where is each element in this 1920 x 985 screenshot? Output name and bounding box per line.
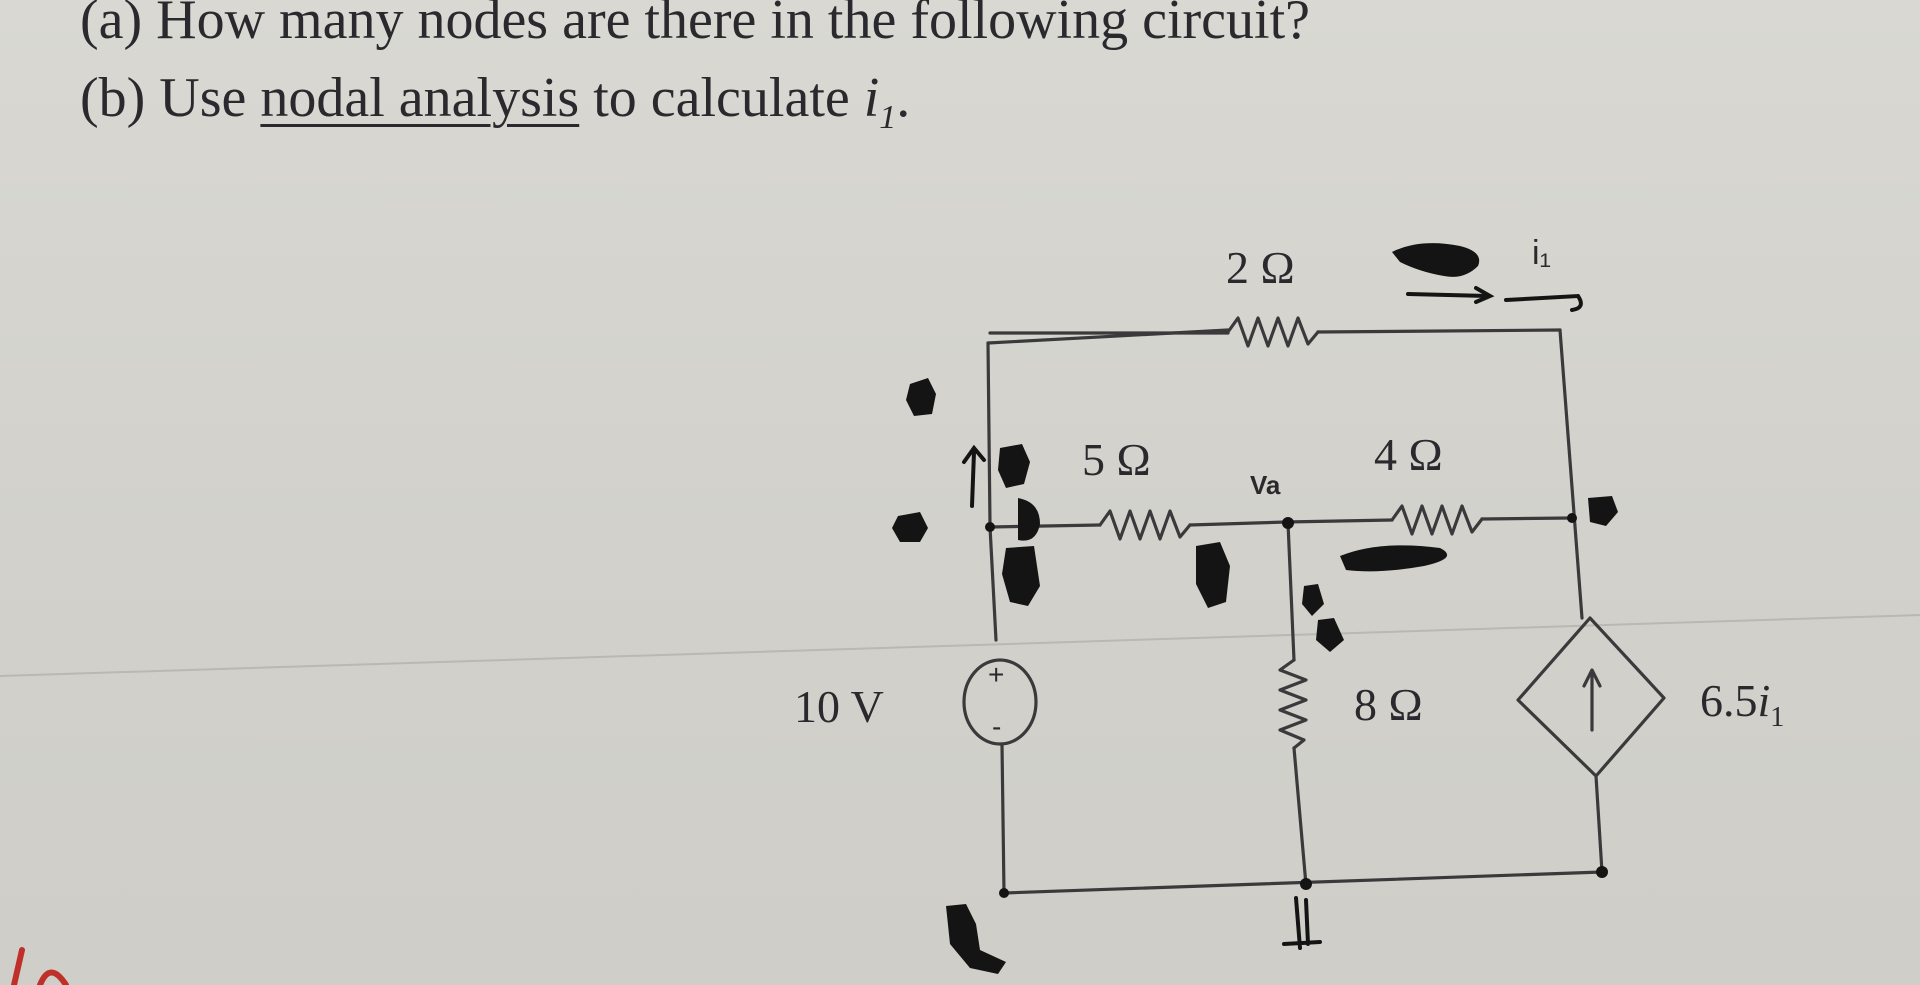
paper-fold-line	[0, 614, 1920, 677]
wire-left-upper	[986, 341, 992, 527]
dependent-source-coef: 6.5	[1700, 675, 1758, 726]
wire-mid-center	[1188, 520, 1288, 527]
wire-top-right	[1316, 328, 1562, 334]
question-part-b: (b) Use nodal analysis to calculate i1.	[80, 70, 910, 135]
handwritten-scribbles	[892, 243, 1618, 974]
label-node-va: Va	[1250, 470, 1281, 500]
wire-4ohm-to-right	[1480, 516, 1572, 521]
dependent-source-sub: 1	[1770, 702, 1784, 733]
wire-top-a	[986, 328, 1230, 345]
current-arrow-i1-second	[1504, 293, 1583, 312]
handwritten-i1-label: i₁	[1532, 234, 1551, 272]
wire-source-to-bottom	[1000, 742, 1006, 895]
red-pen-mark	[11, 947, 69, 985]
wire-8ohm-down	[1292, 746, 1308, 887]
label-5ohm: 5 Ω	[1082, 434, 1151, 485]
question-b-mid: to calculate	[579, 67, 864, 129]
wire-va-down	[1286, 521, 1296, 662]
wire-mid-left	[988, 523, 1102, 529]
label-4ohm: 4 Ω	[1374, 429, 1443, 480]
label-10v: 10 V	[794, 681, 884, 732]
node-left-middle	[985, 522, 995, 532]
node-bottom-right	[1596, 866, 1608, 878]
label-dependent-source: 6.5i1	[1700, 675, 1784, 733]
node-va	[1282, 517, 1294, 529]
label-8ohm: 8 Ω	[1354, 679, 1423, 730]
question-b-subscript: 1	[879, 99, 897, 137]
resistor-5ohm	[1098, 509, 1192, 541]
resistor-8ohm	[1278, 658, 1308, 750]
question-b-end: .	[896, 67, 911, 129]
node-bottom-center	[1300, 878, 1312, 890]
label-2ohm: 2 Ω	[1226, 242, 1295, 293]
wire-right-lower	[1594, 774, 1604, 874]
wire-left-to-source	[988, 525, 998, 642]
question-b-prefix: (b) Use	[80, 67, 261, 129]
node-right-middle	[1567, 513, 1577, 523]
wire-right-upper	[1558, 328, 1584, 620]
current-arrow-i1	[1406, 292, 1490, 298]
dependent-source-arrowhead	[1582, 668, 1602, 688]
question-b-variable: i	[863, 67, 880, 129]
source-minus-sign: -	[992, 711, 1001, 742]
wire-va-to-4ohm	[1284, 518, 1394, 524]
current-arrow-i1-head	[1474, 286, 1495, 304]
resistor-2ohm	[1226, 316, 1320, 348]
node-bottom-left	[999, 888, 1009, 898]
resistor-4ohm	[1390, 504, 1484, 536]
nodal-analysis-text: nodal analysis	[260, 67, 580, 129]
voltage-source-10v	[962, 658, 1038, 746]
question-part-a: (a) How many nodes are there in the foll…	[80, 0, 1311, 51]
source-plus-sign: +	[988, 659, 1004, 690]
dependent-source-var: i	[1758, 675, 1771, 726]
